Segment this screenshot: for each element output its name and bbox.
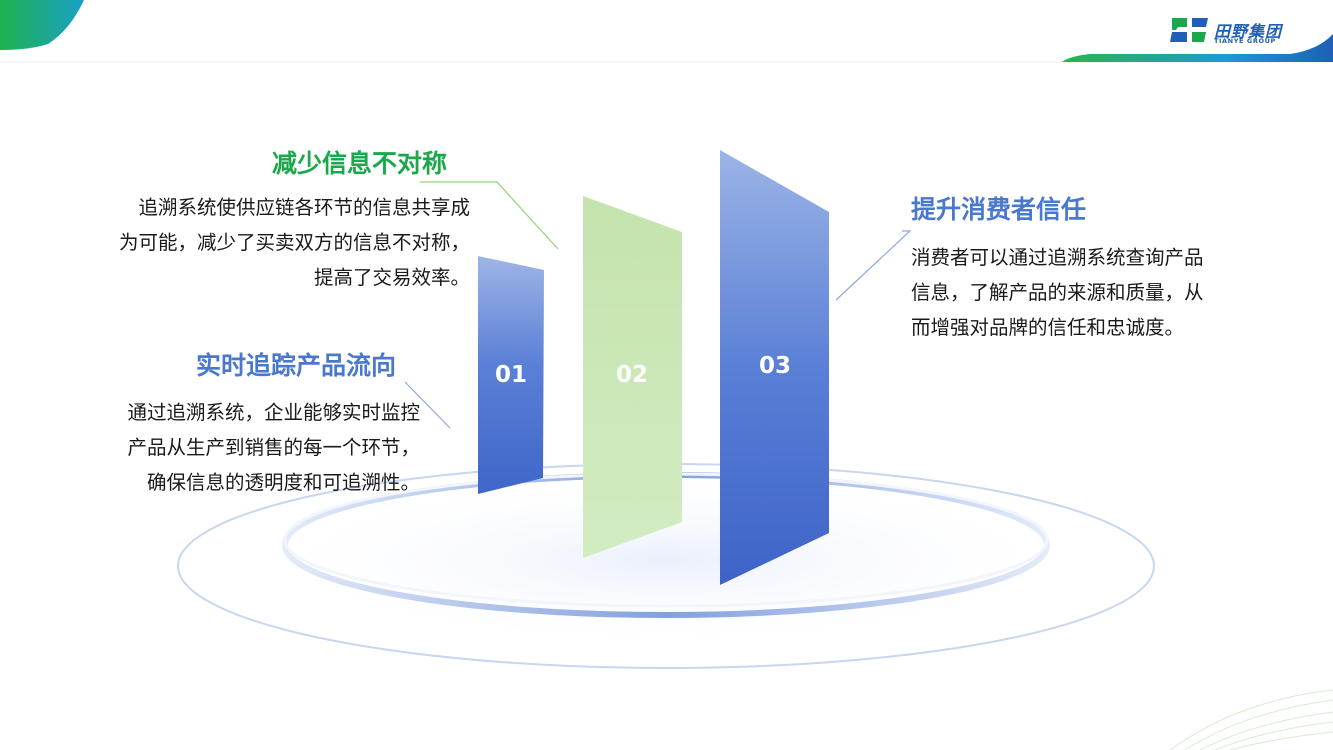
item-3-line: 而增强对品牌的信任和忠诚度。 [911, 316, 1185, 339]
logo [1170, 16, 1210, 44]
bar-02 [583, 196, 682, 558]
logo-subtitle: TIANYE GROUP [1214, 37, 1276, 45]
item-1-line: 为可能，减少了买卖双方的信息不对称， [118, 231, 470, 254]
item-3-description: 消费者可以通过追溯系统查询产品 信息，了解产品的来源和质量，从 而增强对品牌的信… [911, 240, 1251, 345]
item-1-line: 追溯系统使供应链各环节的信息共享成 [138, 196, 470, 219]
item-2-description: 通过追溯系统，企业能够实时监控 产品从生产到销售的每一个环节， 确保信息的透明度… [80, 395, 420, 500]
bar-01 [478, 256, 544, 494]
item-3-title: 提升消费者信任 [911, 195, 1087, 224]
item-3-line: 消费者可以通过追溯系统查询产品 [911, 246, 1204, 269]
item-1-line: 提高了交易效率。 [313, 266, 470, 289]
logo-icon [1170, 18, 1208, 42]
number-02: 02 [616, 362, 649, 388]
number-03: 03 [759, 353, 792, 379]
item-2-line: 确保信息的透明度和可追溯性。 [146, 471, 420, 494]
item-2-title: 实时追踪产品流向 [196, 351, 397, 380]
item-1-title: 减少信息不对称 [272, 149, 448, 178]
item-2-line: 通过追溯系统，企业能够实时监控 [127, 401, 420, 424]
item-3-line: 信息，了解产品的来源和质量，从 [911, 281, 1204, 304]
bar-03 [720, 150, 829, 585]
item-2-line: 产品从生产到销售的每一个环节， [127, 436, 420, 459]
logo-name: 田野集团 [1214, 22, 1283, 41]
number-01: 01 [495, 362, 528, 388]
item-1-description: 追溯系统使供应链各环节的信息共享成 为可能，减少了买卖双方的信息不对称， 提高了… [80, 190, 470, 295]
